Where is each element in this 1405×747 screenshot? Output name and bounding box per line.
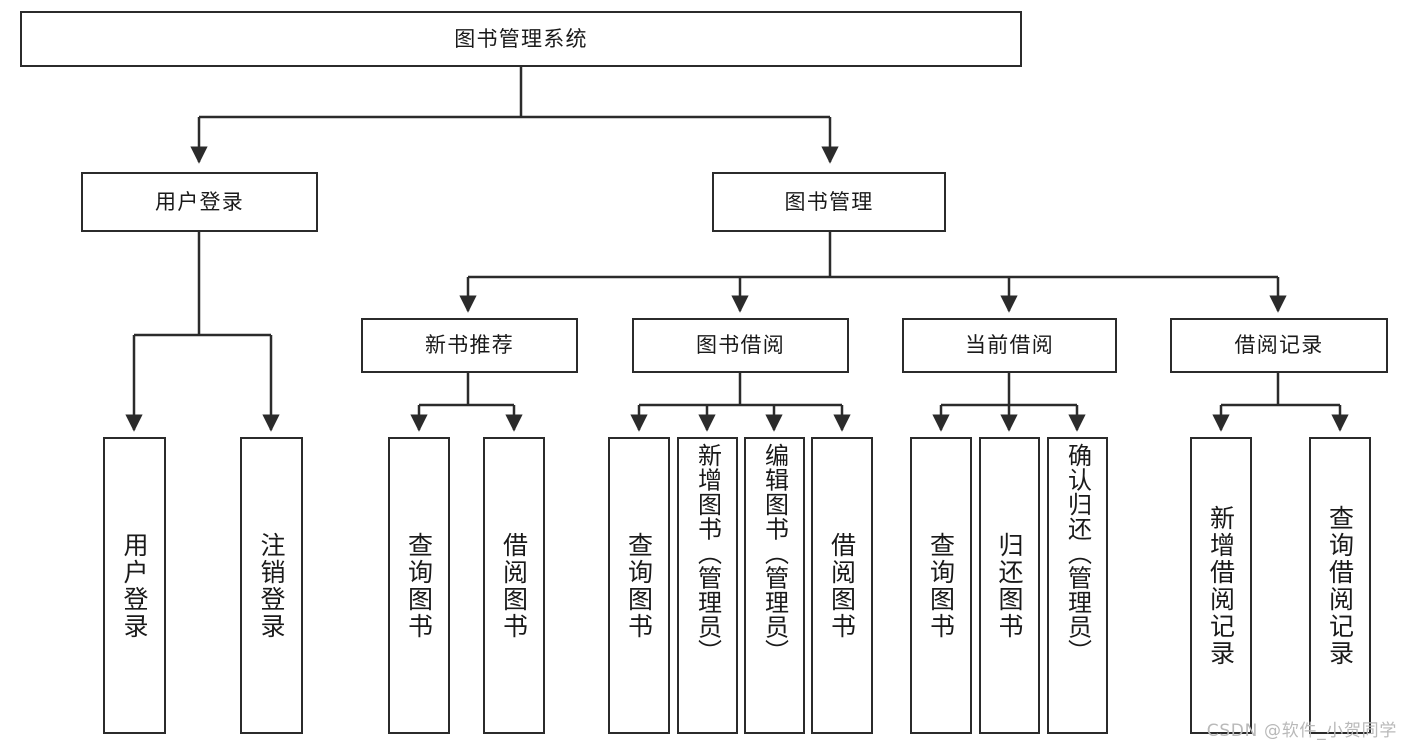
leaf-borrow-query-book[interactable]: 查询图书 <box>608 437 670 734</box>
node-label: 查询借阅记录 <box>1325 504 1355 667</box>
node-label: 借阅记录 <box>1234 333 1324 358</box>
node-label: 编辑图书（管理员） <box>760 443 789 664</box>
node-new-book-recommend[interactable]: 新书推荐 <box>361 318 578 373</box>
node-label: 新书推荐 <box>424 333 515 358</box>
leaf-borrow-edit-book-admin[interactable]: 编辑图书（管理员） <box>744 437 805 734</box>
node-borrow-record[interactable]: 借阅记录 <box>1170 318 1388 373</box>
leaf-user-logout[interactable]: 注销登录 <box>240 437 303 734</box>
node-label: 图书管理系统 <box>454 26 588 51</box>
leaf-current-query-book[interactable]: 查询图书 <box>910 437 972 734</box>
node-label: 用户登录 <box>154 189 245 214</box>
node-root-system[interactable]: 图书管理系统 <box>20 11 1022 67</box>
node-label: 归还图书 <box>995 531 1024 640</box>
leaf-record-query-borrow-record[interactable]: 查询借阅记录 <box>1309 437 1371 734</box>
leaf-recommend-query-book[interactable]: 查询图书 <box>388 437 450 734</box>
node-book-borrow[interactable]: 图书借阅 <box>632 318 849 373</box>
leaf-recommend-borrow-book[interactable]: 借阅图书 <box>483 437 545 734</box>
node-book-management[interactable]: 图书管理 <box>712 172 946 232</box>
leaf-borrow-borrow-book[interactable]: 借阅图书 <box>811 437 873 734</box>
node-label: 注销登录 <box>257 531 286 640</box>
node-label: 借阅图书 <box>499 531 529 640</box>
csdn-watermark: CSDN @软件_小贺同学 <box>1206 721 1397 741</box>
node-label: 查询图书 <box>926 531 956 640</box>
node-label: 查询图书 <box>624 531 654 640</box>
node-label: 查询图书 <box>404 531 434 640</box>
node-current-borrow[interactable]: 当前借阅 <box>902 318 1117 373</box>
leaf-user-login[interactable]: 用户登录 <box>103 437 166 734</box>
node-label: 确认归还（管理员） <box>1063 443 1092 664</box>
node-label: 新增借阅记录 <box>1206 504 1236 667</box>
leaf-borrow-add-book-admin[interactable]: 新增图书（管理员） <box>677 437 738 734</box>
node-label: 用户登录 <box>120 531 149 640</box>
leaf-current-return-book[interactable]: 归还图书 <box>979 437 1040 734</box>
leaf-current-confirm-return-admin[interactable]: 确认归还（管理员） <box>1047 437 1108 734</box>
node-label: 新增图书（管理员） <box>693 443 722 664</box>
node-user-login[interactable]: 用户登录 <box>81 172 318 232</box>
node-label: 图书借阅 <box>695 333 786 358</box>
node-label: 借阅图书 <box>827 531 857 640</box>
leaf-record-add-borrow-record[interactable]: 新增借阅记录 <box>1190 437 1252 734</box>
node-label: 图书管理 <box>784 189 874 214</box>
node-label: 当前借阅 <box>964 333 1055 358</box>
